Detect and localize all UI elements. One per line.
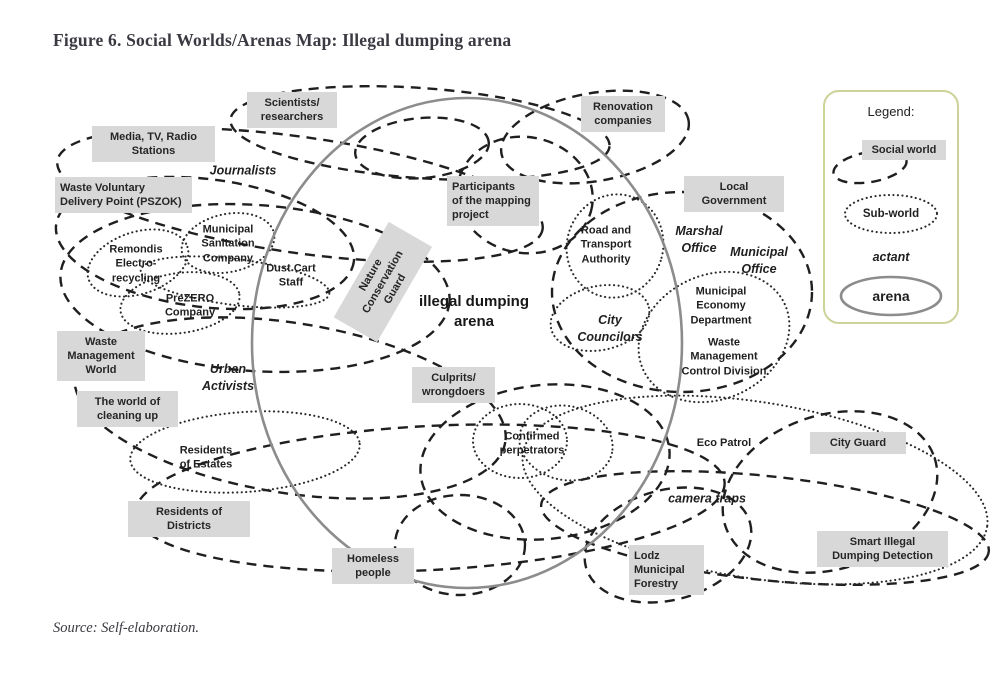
label-marshal-office: Marshal Office [675, 224, 723, 255]
legend-item-arena: arena [838, 275, 944, 317]
ellipse-prezero-subworld [119, 271, 241, 335]
ellipse-councilors-subworld [549, 283, 651, 353]
legend-item-sub-world: Sub-world [841, 193, 941, 235]
box-lodz: Lodz Municipal Forestry [629, 545, 704, 596]
legend-arena-label: arena [872, 288, 910, 304]
box-renovation: Renovation companies [581, 96, 665, 133]
label-prezero: PreZERO Company [164, 292, 216, 319]
box-scientists: Scientists/ researchers [247, 92, 337, 129]
label-sanitation: Municipal Sanitation Company [201, 223, 255, 265]
box-culprits: Culprits/ wrongdoers [412, 367, 495, 404]
label-control: Waste Management Control Division [681, 336, 767, 378]
label-road: Road and Transport Authority [580, 224, 632, 266]
ellipse-remondis-subworld [86, 228, 190, 298]
box-districts: Residents of Districts [128, 501, 250, 538]
label-remondis: Remondis Electro- recycling [109, 243, 163, 285]
ellipse-scientists-world [229, 84, 611, 182]
figure-caption: Figure 6. Social Worlds/Arenas Map: Ille… [53, 30, 512, 50]
ellipse-dustcart-subworld [139, 255, 331, 309]
label-estates: Residents of Estates [179, 444, 233, 471]
ellipse-culprits-world [419, 383, 671, 541]
box-local-gov: Local Government [684, 176, 784, 213]
box-pszok: Waste Voluntary Delivery Point (PSZOK) [55, 177, 192, 214]
label-city-councilors: City Councilors [577, 313, 643, 344]
legend-panel: Legend: Social world Sub-world actant ar… [823, 90, 959, 324]
legend-sub-world-label: Sub-world [862, 208, 920, 220]
ellipse-inner-small-world [354, 116, 490, 180]
label-econ: Municipal Economy Department [690, 285, 752, 327]
ellipse-government-world [550, 190, 814, 394]
arena-ellipse-icon [839, 275, 943, 317]
ellipse-homeless-world [393, 493, 527, 597]
ellipse-journalists-world [56, 127, 544, 263]
ellipse-pszok-world [54, 175, 356, 311]
label-municipal-office: Municipal Office [730, 245, 788, 276]
label-dustcart: Dust Cart Staff [266, 262, 316, 289]
ellipse-lodz-world [583, 486, 753, 604]
legend-title: Legend: [867, 104, 915, 119]
box-media: Media, TV, Radio Stations [92, 126, 215, 163]
ellipse-renovation-world [499, 89, 691, 185]
ellipse-confirmed-subworld-b [518, 404, 614, 482]
ellipse-waste-world [59, 202, 451, 374]
box-smart: Smart Illegal Dumping Detection [817, 531, 948, 568]
box-city-guard: City Guard [810, 432, 906, 455]
box-cleaning: The world of cleaning up [77, 391, 178, 428]
label-camera-traps: camera traps [668, 491, 746, 506]
legend-item-social-world: Social world [828, 140, 954, 186]
sub-world-ellipse-icon [843, 193, 939, 235]
legend-actant-label: actant [872, 250, 910, 264]
box-homeless: Homeless people [332, 548, 414, 585]
ellipse-ecopatrol-subworld [521, 394, 989, 586]
arena-title: illegal dumping arena [418, 292, 530, 330]
ellipse-road-subworld [565, 193, 665, 299]
figure-source: Source: Self-elaboration. [53, 620, 200, 636]
label-urban-activists: Urban Activists [201, 362, 255, 393]
legend-social-world-label: Social world [862, 140, 946, 160]
label-journalists: Journalists [209, 163, 277, 178]
label-confirmed: Confirmed perpetrators [499, 430, 565, 457]
label-eco-patrol: Eco Patrol [696, 436, 752, 449]
ellipse-confirmed-subworld-a [471, 402, 569, 480]
ellipse-estates-subworld [129, 410, 361, 494]
ellipse-econ-subworld [637, 270, 791, 404]
box-waste-world: Waste Management World [57, 331, 145, 382]
ellipse-participants-world [456, 135, 594, 255]
box-participants: Participants of the mapping project [447, 176, 539, 227]
ellipse-arena [250, 96, 684, 590]
